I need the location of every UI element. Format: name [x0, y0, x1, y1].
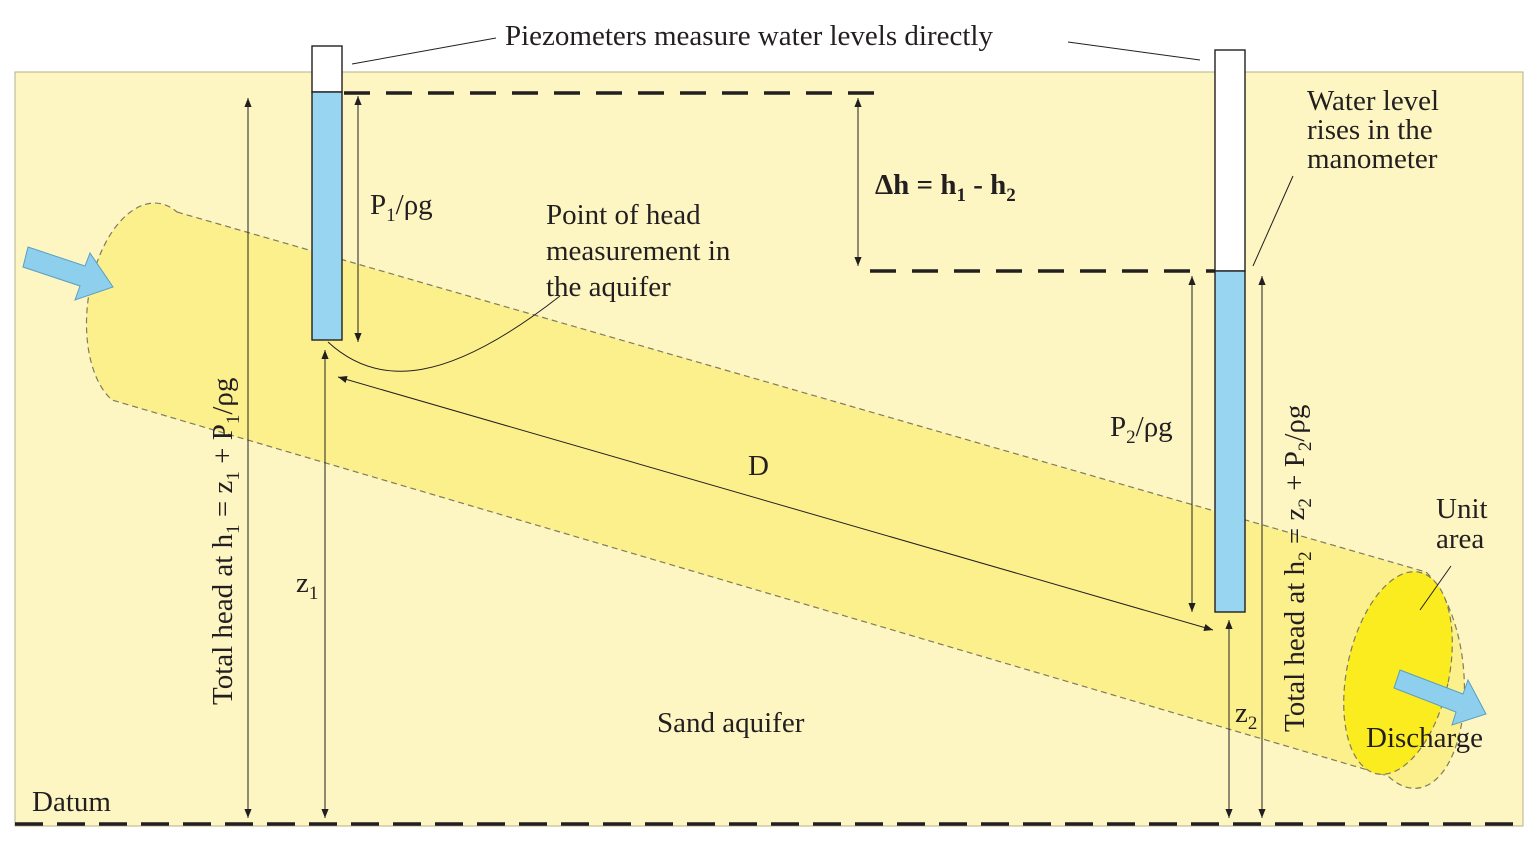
p2-label: P2/ρg — [1110, 411, 1173, 448]
water-column-2 — [1214, 270, 1246, 613]
point-of-head-label-line-1: Point of head — [546, 199, 701, 231]
p1-label: P1/ρg — [370, 189, 433, 226]
point-of-head-label-line-3: the aquifer — [546, 271, 671, 303]
leader-water-level — [1252, 175, 1294, 267]
leader-unit-area — [1419, 565, 1452, 611]
distance-d-arrow — [337, 376, 1214, 631]
datum-label: Datum — [32, 786, 111, 818]
leader-piezometer-right — [1067, 41, 1201, 61]
water-column-1 — [311, 91, 343, 341]
leader-piezometer-left — [351, 37, 497, 65]
total-head-1-label: Total head at h1 = z1 + P1/ρg — [207, 378, 244, 705]
z2-label: z2 — [1235, 697, 1257, 734]
delta-h-label: Δh = h1 - h2 — [875, 169, 1016, 206]
z1-label: z1 — [296, 567, 318, 604]
piezometer-2 — [1214, 49, 1246, 613]
piezometers-label: Piezometers measure water levels directl… — [505, 20, 993, 52]
water-level-label-line-3: manometer — [1307, 143, 1438, 175]
discharge-arrow-icon — [1393, 669, 1487, 726]
unit-area-label-line-1: Unit — [1436, 493, 1488, 525]
discharge-label: Discharge — [1366, 722, 1483, 754]
water-level-label-line-2: rises in the — [1307, 114, 1433, 146]
leader-point-of-head — [327, 295, 561, 372]
unit-area-label-line-2: area — [1436, 523, 1484, 555]
piezometer-1 — [311, 45, 343, 341]
inflow-arrow-icon — [22, 246, 114, 301]
sand-aquifer-label: Sand aquifer — [657, 707, 805, 739]
distance-d-label: D — [748, 450, 769, 482]
unit-area-ellipse — [1343, 571, 1453, 775]
point-of-head-label-line-2: measurement in — [546, 235, 731, 267]
total-head-2-label: Total head at h2 = z2 + P2/ρg — [1279, 405, 1316, 732]
water-level-label-line-1: Water level — [1307, 85, 1439, 117]
